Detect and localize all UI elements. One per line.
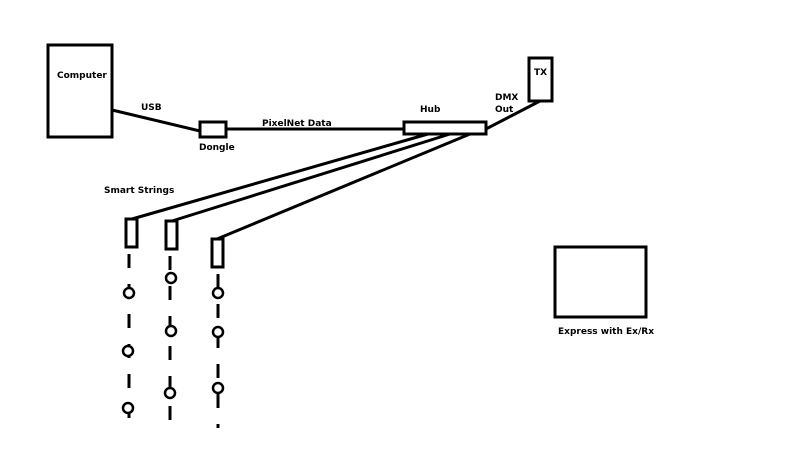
smart-string-3-node [211, 325, 225, 339]
express-label: Express with Ex/Rx [558, 327, 654, 337]
dongle-box [198, 120, 228, 139]
hub-label: Hub [420, 105, 441, 115]
pixelnet-label: PixelNet Data [262, 119, 332, 129]
tx-label: TX [534, 68, 547, 78]
smart-string-1 [121, 217, 139, 425]
express-box [553, 245, 648, 319]
smart-string-1-node [122, 286, 136, 300]
hub-to-string-1-cable [130, 132, 430, 221]
hub-to-string-2-cable [170, 132, 452, 223]
hub-box [402, 120, 488, 136]
smart-string-1-node [121, 344, 135, 358]
smart-string-2-node [164, 324, 178, 338]
smart-string-2 [163, 219, 179, 428]
computer-box [46, 43, 114, 139]
dmx-label-line-1: DMX [495, 93, 518, 103]
smart-string-1-node [121, 401, 135, 415]
hub-to-string-3-cable [215, 132, 472, 241]
dmx-cable [484, 99, 542, 131]
tx-box [527, 56, 554, 103]
smart-strings-label: Smart Strings [104, 186, 174, 196]
usb-cable [110, 108, 202, 133]
smart-string-1-connector [124, 217, 139, 249]
dongle-label: Dongle [199, 143, 235, 153]
smart-string-2-connector [164, 219, 179, 251]
smart-string-3-connector [210, 237, 225, 269]
dmx-label-line-2: Out [495, 105, 514, 115]
smart-string-3 [210, 237, 225, 428]
smart-string-2-node [163, 386, 177, 400]
computer-label: Computer [57, 71, 107, 81]
smart-string-2-node [164, 271, 178, 285]
smart-string-3-node [211, 286, 225, 300]
usb-label: USB [141, 103, 162, 113]
smart-string-3-node [211, 381, 225, 395]
